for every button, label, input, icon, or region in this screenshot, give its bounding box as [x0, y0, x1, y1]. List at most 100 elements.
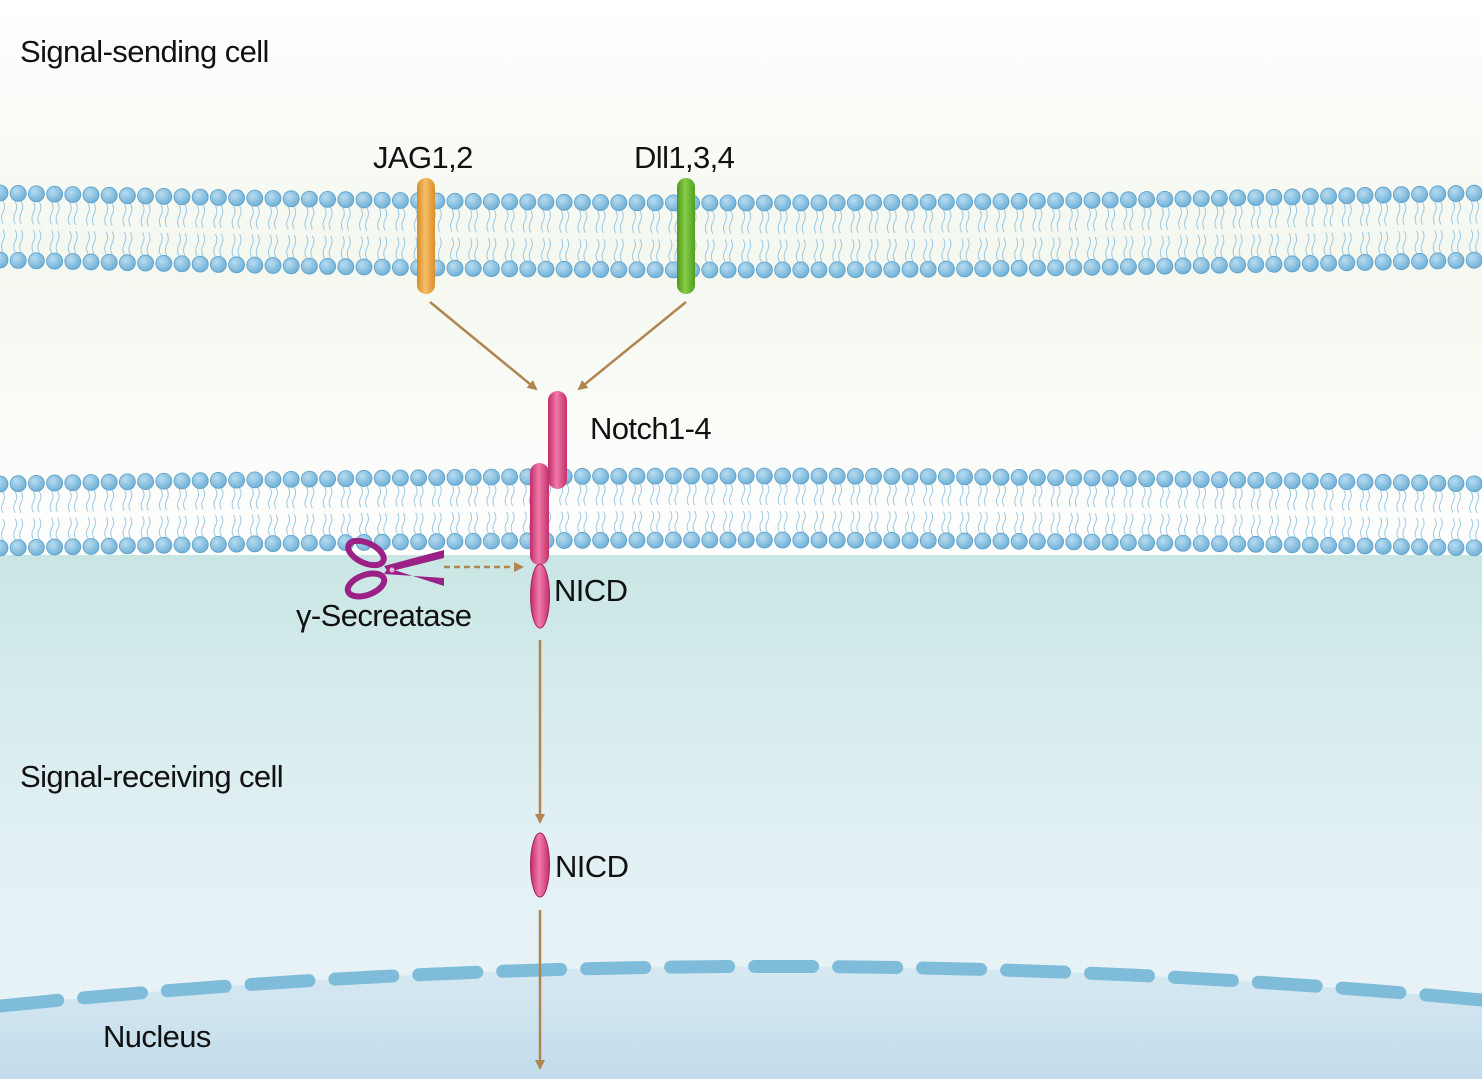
- lipid-tail: [49, 490, 54, 513]
- lipid-tail: [104, 231, 109, 255]
- lipid-head: [646, 194, 664, 212]
- lipid-head: [446, 533, 464, 550]
- lipid-tail: [656, 239, 661, 263]
- lipid-tail: [668, 483, 673, 506]
- lipid-head: [446, 259, 464, 277]
- lipid-tail: [1347, 489, 1352, 511]
- lipid-tail: [613, 511, 618, 533]
- lipid-tail: [977, 209, 982, 233]
- lipid-tail: [310, 206, 315, 230]
- lipid-head: [1374, 186, 1392, 204]
- lipid-tail: [856, 210, 861, 234]
- lipid-tail: [595, 484, 600, 506]
- lipid-tail: [795, 239, 800, 263]
- lipid-tail: [704, 239, 709, 263]
- lipid-tail: [1196, 514, 1201, 536]
- lipid-head: [555, 193, 573, 211]
- lipid-tail: [456, 208, 460, 232]
- lipid-tail: [219, 515, 224, 537]
- lipid-tail: [1275, 488, 1279, 510]
- lipid-tail: [158, 232, 163, 256]
- lipid-tail: [468, 209, 473, 233]
- lipid-head: [28, 252, 45, 270]
- lipid-tail: [1129, 513, 1134, 535]
- lipid-head: [774, 531, 791, 549]
- lipid-tail: [1087, 512, 1091, 535]
- lipid-tail: [419, 512, 424, 535]
- lipid-tail: [947, 484, 952, 506]
- lipid-tail: [668, 210, 673, 234]
- lipid-head: [938, 193, 955, 211]
- lipid-tail: [231, 514, 236, 537]
- lipid-head: [28, 474, 45, 492]
- lipid-head: [1229, 471, 1246, 489]
- lipid-head: [1411, 538, 1428, 556]
- lipid-tail: [783, 510, 788, 533]
- lipid-tail: [747, 510, 752, 533]
- lipid-head: [1156, 190, 1174, 208]
- lipid-head: [282, 534, 300, 552]
- lipid-tail: [237, 514, 242, 537]
- lipid-tail: [1178, 206, 1182, 230]
- lipid-head: [1393, 474, 1410, 492]
- lipid-tail: [1, 491, 5, 514]
- lipid-tail: [310, 235, 315, 259]
- lipid-tail: [73, 202, 78, 226]
- lipid-tail: [73, 230, 78, 254]
- lipid-tail: [1232, 234, 1237, 258]
- lipid-tail: [1432, 201, 1437, 225]
- lipid-head: [1356, 254, 1374, 271]
- lipid-head: [901, 468, 919, 485]
- lipid-head: [883, 468, 901, 485]
- lipid-tail: [814, 210, 818, 234]
- lipid-tail: [1178, 235, 1182, 259]
- lipid-tail: [19, 201, 24, 225]
- lipid-head: [719, 467, 737, 485]
- lipid-tail: [1396, 230, 1401, 254]
- lipid-head: [191, 536, 209, 554]
- lipid-head: [610, 531, 628, 549]
- lipid-tail: [856, 238, 861, 262]
- lipid-head: [246, 535, 264, 553]
- lipid-tail: [437, 237, 442, 261]
- lipid-head: [737, 531, 755, 549]
- lipid-tail: [1020, 237, 1025, 261]
- lipid-tail: [92, 517, 96, 539]
- lipid-head: [1192, 471, 1210, 488]
- lipid-tail: [765, 483, 770, 506]
- lipid-tail: [777, 483, 782, 506]
- lipid-tail: [31, 201, 36, 225]
- lipid-head: [1393, 253, 1410, 271]
- lipid-tail: [1087, 236, 1091, 260]
- lipid-head: [865, 261, 882, 279]
- lipid-tail: [1341, 489, 1346, 511]
- lipid-tail: [1469, 518, 1474, 541]
- lipid-tail: [450, 237, 454, 261]
- lipid-tail: [613, 238, 618, 262]
- lipid-head: [810, 194, 828, 212]
- lipid-head: [1083, 258, 1101, 276]
- lipid-tail: [158, 204, 163, 228]
- lipid-tail: [365, 236, 369, 260]
- lipid-tail: [838, 210, 843, 234]
- lipid-tail: [346, 235, 351, 259]
- lipid-tail: [1050, 237, 1055, 261]
- lipid-head: [355, 258, 373, 276]
- lipid-tail: [1032, 237, 1037, 261]
- lipid-head: [828, 531, 846, 549]
- lipid-tail: [177, 233, 181, 256]
- lipid-tail: [1002, 209, 1006, 233]
- lipid-tail: [183, 488, 187, 511]
- lipid-tail: [340, 513, 345, 535]
- lipid-tail: [965, 484, 970, 507]
- lipid-tail: [1287, 515, 1292, 538]
- lipid-head: [1192, 190, 1210, 208]
- lipid-tail: [1147, 235, 1152, 259]
- lipid-tail: [1196, 487, 1201, 509]
- lipid-tail: [213, 205, 218, 229]
- lipid-head: [1338, 473, 1356, 491]
- lipid-tail: [850, 210, 855, 234]
- lipid-tail: [1323, 203, 1328, 227]
- lipid-head: [428, 469, 446, 487]
- lipid-tail: [977, 484, 982, 507]
